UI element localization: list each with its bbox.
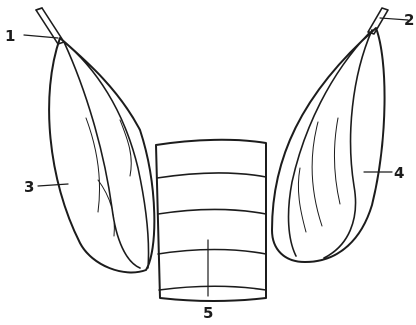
callout-1: 1 — [5, 27, 15, 45]
callout-2: 2 — [404, 11, 414, 29]
segment-line-2 — [158, 210, 266, 215]
left-organ — [36, 8, 154, 272]
callout-4: 4 — [394, 164, 404, 182]
left-organ-vein-b — [98, 180, 114, 236]
central-segmented-body — [156, 140, 266, 301]
right-organ-vein-c — [298, 168, 306, 232]
right-organ — [272, 8, 388, 262]
callout-3: 3 — [24, 178, 34, 196]
segment-line-4 — [159, 286, 266, 290]
segment-outline — [156, 140, 266, 301]
callout-5: 5 — [203, 304, 213, 322]
segment-line-3 — [158, 250, 266, 255]
right-organ-duct — [289, 32, 370, 256]
right-organ-vein-a — [312, 122, 322, 226]
left-stalk-tip — [36, 8, 42, 10]
right-organ-vein-b — [334, 118, 340, 204]
right-stalk — [368, 8, 388, 34]
segment-line-1 — [157, 173, 266, 178]
leader-3 — [38, 184, 68, 186]
callout-labels: 1 2 3 4 5 — [5, 11, 414, 322]
left-organ-vein-a — [86, 118, 100, 212]
